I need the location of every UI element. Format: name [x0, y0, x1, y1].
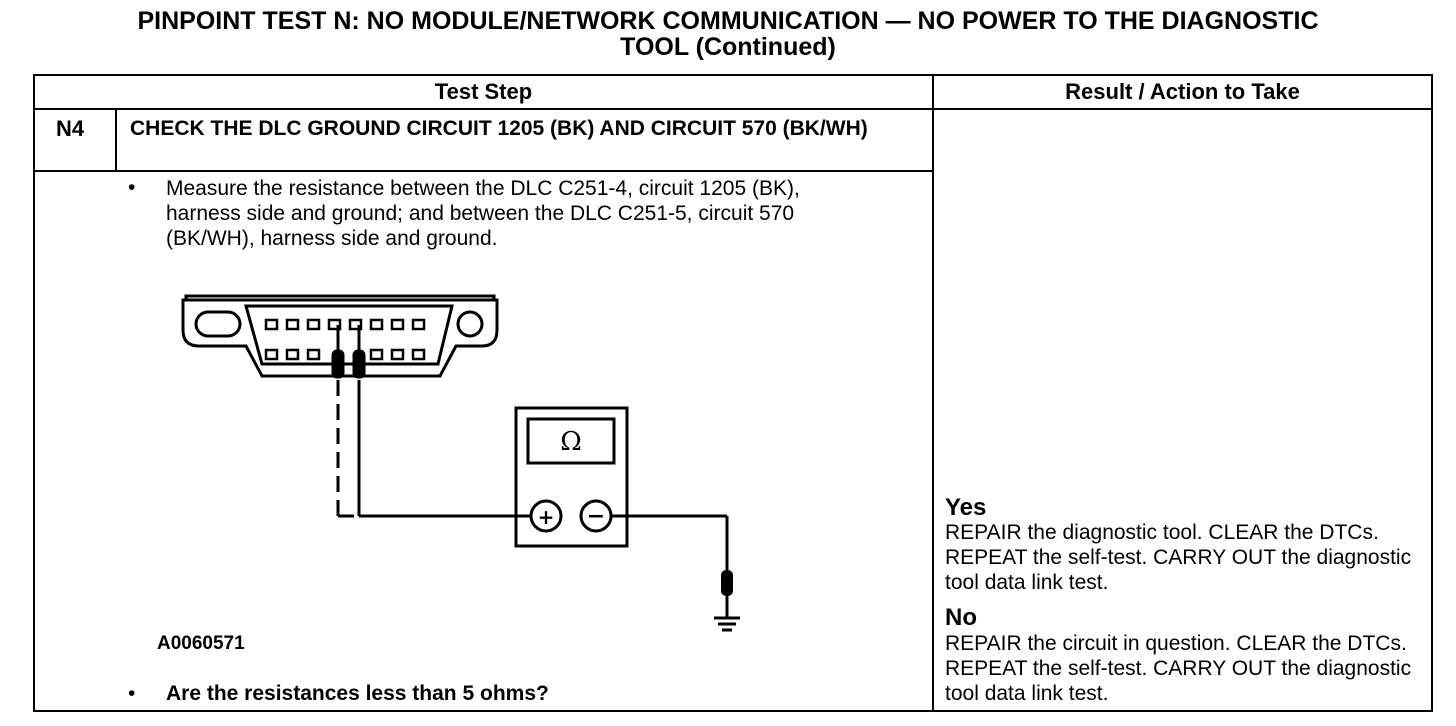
page-title-line-2: TOOL (Continued): [620, 33, 836, 61]
result-yes-label: Yes: [945, 494, 987, 521]
header-test-step: Test Step: [434, 79, 533, 104]
column-divider-step-id: [115, 110, 117, 172]
header-row-divider: [33, 108, 1433, 110]
ohmmeter-display: [526, 417, 616, 465]
page-title-line-1: PINPOINT TEST N: NO MODULE/NETWORK COMMU…: [137, 7, 1319, 35]
right-mount-hole-icon: [456, 310, 484, 338]
meter-plus-terminal: [529, 499, 563, 533]
step-id: N4: [56, 116, 85, 141]
instruction-bullet: •: [128, 176, 136, 199]
figure-id: A0060571: [157, 633, 245, 654]
dlc-connector-outline: [181, 298, 499, 378]
question-bullet: •: [128, 682, 136, 705]
probe-pin-5: [352, 349, 366, 379]
question-text: Are the resistances less than 5 ohms?: [166, 682, 549, 705]
step-title-divider: [33, 170, 933, 172]
instruction-text: Measure the resistance between the DLC C…: [166, 177, 800, 250]
meter-minus-terminal: [579, 499, 613, 533]
pinpoint-test-table: [33, 74, 1433, 712]
left-mount-slot-icon: [194, 310, 242, 338]
column-divider-result: [932, 74, 934, 712]
page-title: PINPOINT TEST N: NO MODULE/NETWORK COMMU…: [30, 8, 1426, 60]
ground-probe: [721, 570, 733, 596]
probe-pin-4: [331, 349, 345, 379]
ohm-symbol: Ω: [560, 427, 582, 457]
ohmmeter-body: [514, 406, 629, 548]
minus-symbol: −: [587, 504, 605, 529]
result-yes-text: REPAIR the diagnostic tool. CLEAR the DT…: [945, 521, 1412, 594]
result-no-text: REPAIR the circuit in question. CLEAR th…: [945, 632, 1412, 705]
plus-symbol: +: [538, 505, 555, 529]
step-title: CHECK THE DLC GROUND CIRCUIT 1205 (BK) A…: [130, 117, 868, 140]
header-result-action: Result / Action to Take: [1065, 79, 1300, 104]
result-no-label: No: [945, 604, 977, 631]
